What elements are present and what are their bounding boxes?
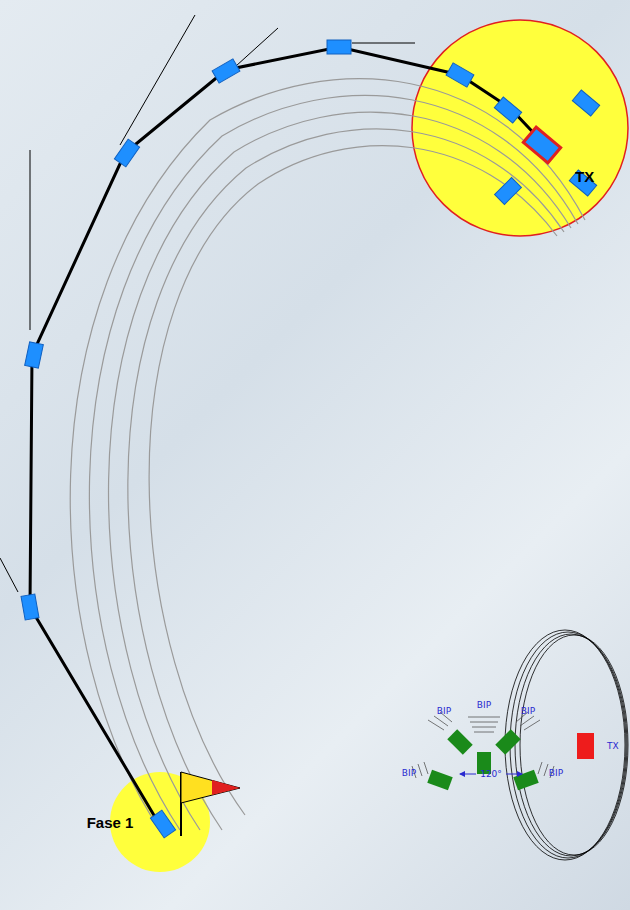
bip-label: BIP [437, 707, 451, 716]
zone-circle [412, 20, 628, 236]
flag [181, 772, 240, 836]
signal-lines [412, 712, 554, 778]
phase-label: Fase 1 [87, 815, 134, 830]
green-antennas [427, 729, 538, 790]
inset-rings [505, 630, 628, 860]
bip-label: BIP [549, 769, 563, 778]
bip-label: BIP [402, 769, 416, 778]
angle-arrow [506, 774, 522, 775]
bip-label: BIP [521, 707, 535, 716]
route-line [30, 47, 545, 822]
tx-marker [577, 733, 594, 759]
bip-label: BIP [477, 701, 491, 710]
angle-label: 120° [480, 770, 502, 779]
angle-arrow [460, 774, 476, 775]
leader-lines [0, 15, 415, 592]
track-lines [70, 79, 585, 830]
tx-label: TX [575, 169, 594, 184]
bip-markers [21, 40, 600, 838]
tx-label: TX [607, 742, 619, 751]
